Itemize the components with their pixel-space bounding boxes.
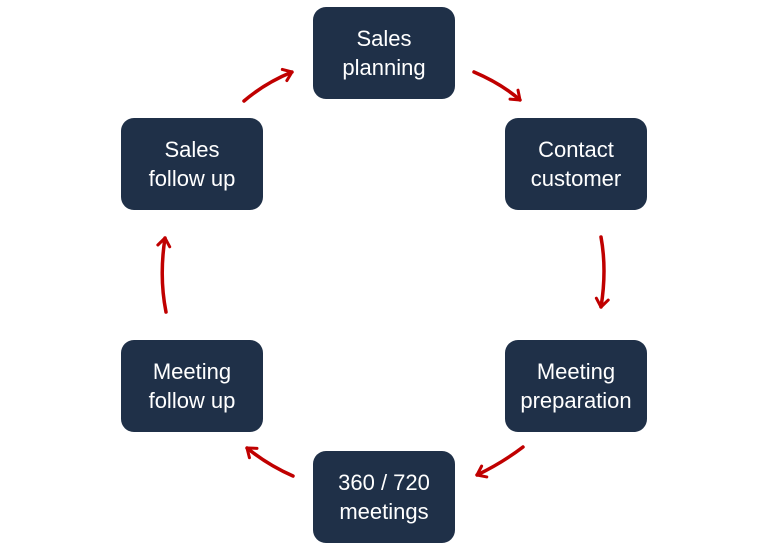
node-meeting-follow-up: Meeting follow up <box>121 340 263 432</box>
arrow-planning-to-contact <box>472 70 522 102</box>
node-sales-follow-up: Sales follow up <box>121 118 263 210</box>
node-line-1: Sales <box>164 137 220 162</box>
node-line-2: follow up <box>148 388 236 413</box>
node-line-2: preparation <box>520 388 632 413</box>
node-contact-customer: Contact customer <box>505 118 647 210</box>
node-line-1: Contact <box>538 137 614 162</box>
arrow-contact-to-prep <box>594 235 610 309</box>
node-line-2: follow up <box>148 166 236 191</box>
node-meeting-preparation: Meeting preparation <box>505 340 647 432</box>
node-line-2: planning <box>342 55 426 80</box>
arrow-prep-to-meetings <box>475 445 525 479</box>
node-line-1: Meeting <box>536 359 616 384</box>
arrow-mfollow-to-sfollow <box>156 236 172 314</box>
arrow-meetings-to-mfollow <box>245 446 295 478</box>
node-line-2: meetings <box>339 499 429 524</box>
arrow-sfollow-to-planning <box>242 67 294 103</box>
node-line-1: Sales <box>356 26 412 51</box>
node-line-2: customer <box>530 166 622 191</box>
node-line-1: Meeting <box>152 359 232 384</box>
node-sales-planning: Sales planning <box>313 7 455 99</box>
node-line-1: 360 / 720 <box>338 470 430 495</box>
node-360-720-meetings: 360 / 720 meetings <box>313 451 455 543</box>
